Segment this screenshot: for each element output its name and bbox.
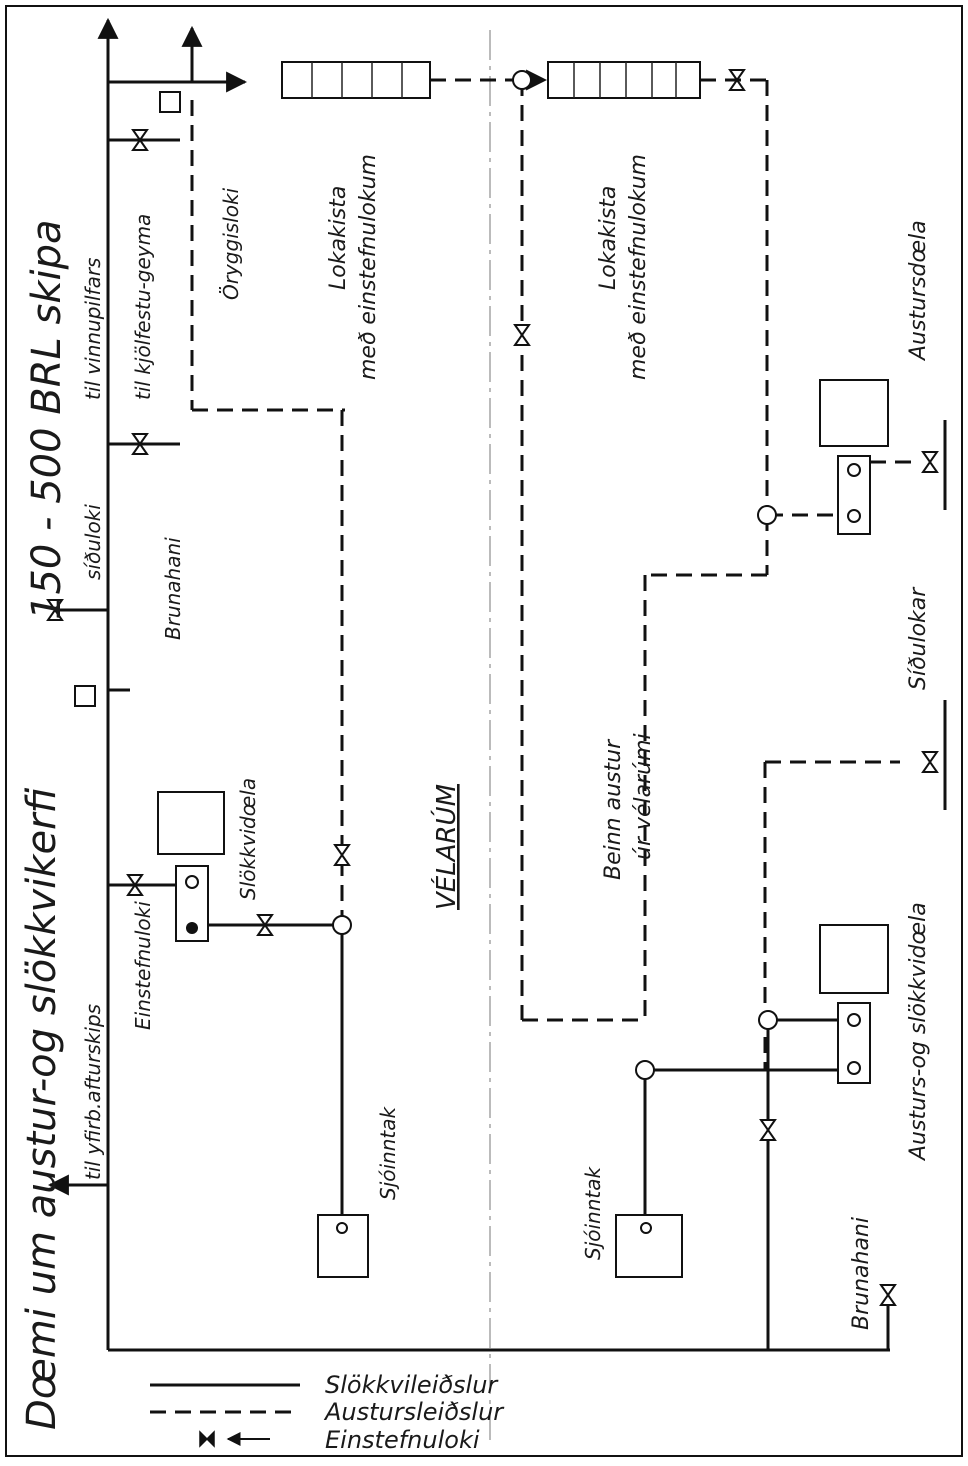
label-to-cooler: til kjölfestu-geyma	[131, 214, 155, 400]
label-safety-valve: Öryggisloki	[219, 187, 243, 300]
bilge-pump	[819, 379, 889, 535]
legend-check-label: Einstefnuloki	[325, 1426, 480, 1454]
label-fire-pump: Slökkvidœla	[236, 778, 260, 900]
label-chest-bottom-2: með einstefnulokum	[626, 154, 651, 380]
sea-intake-upper	[317, 1214, 369, 1278]
label-bilge-fire-pump: Austurs-og slökkvidœla	[906, 902, 931, 1162]
label-to-aft: til yfirb.afturskips	[81, 1004, 105, 1180]
frame	[5, 5, 963, 1457]
label-side-valve-top: síðuloki	[81, 504, 105, 580]
label-chest-bottom-1: Lokakista	[596, 186, 621, 290]
label-direct-bilge-1: Beinn austur	[601, 738, 626, 880]
fire-pump	[157, 791, 225, 942]
fire-suction-upper	[192, 923, 850, 1350]
legend: Slökkvileiðslur Austursleiðslur Einstefn…	[150, 1371, 505, 1454]
label-side-valves: Síðulokar	[906, 586, 931, 690]
label-bilge-pump: Austursdœla	[906, 220, 931, 362]
sea-intake-lower	[615, 1214, 683, 1278]
valve-chest-upper	[281, 61, 431, 99]
bilge-upper	[190, 69, 920, 1070]
valve-chest-lower	[547, 61, 701, 99]
label-to-winch: til vinnupilfars	[81, 258, 105, 400]
label-check-valve-top: Einstefnuloki	[131, 901, 155, 1030]
legend-solid-label: Slökkvileiðslur	[325, 1371, 499, 1399]
label-hydrant-bottom: Brunahani	[849, 1217, 874, 1330]
valves	[46, 69, 939, 1306]
diagram-subtitle: 150 - 500 BRL skipa	[24, 219, 70, 620]
label-hydrant-top: Brunahani	[161, 537, 185, 640]
safety-branch	[74, 25, 248, 707]
legend-dashed-label: Austursleiðslur	[323, 1398, 505, 1426]
fire-main	[47, 17, 890, 1352]
label-sea-intake-top: Sjóinntak	[376, 1106, 400, 1200]
label-chest-top-1: Lokakista	[326, 186, 351, 290]
bilge-fire-pump	[819, 924, 889, 1084]
label-direct-bilge-2: úr vélarúmi	[631, 733, 656, 860]
label-sea-intake-bottom: Sjóinntak	[581, 1166, 605, 1260]
label-center: VÉLARÚM	[430, 784, 462, 910]
label-chest-top-2: með einstefnulokum	[356, 154, 381, 380]
diagram-title: Dœmi um austur-og slökkvikerfi	[19, 787, 65, 1430]
junctions	[332, 70, 778, 1080]
